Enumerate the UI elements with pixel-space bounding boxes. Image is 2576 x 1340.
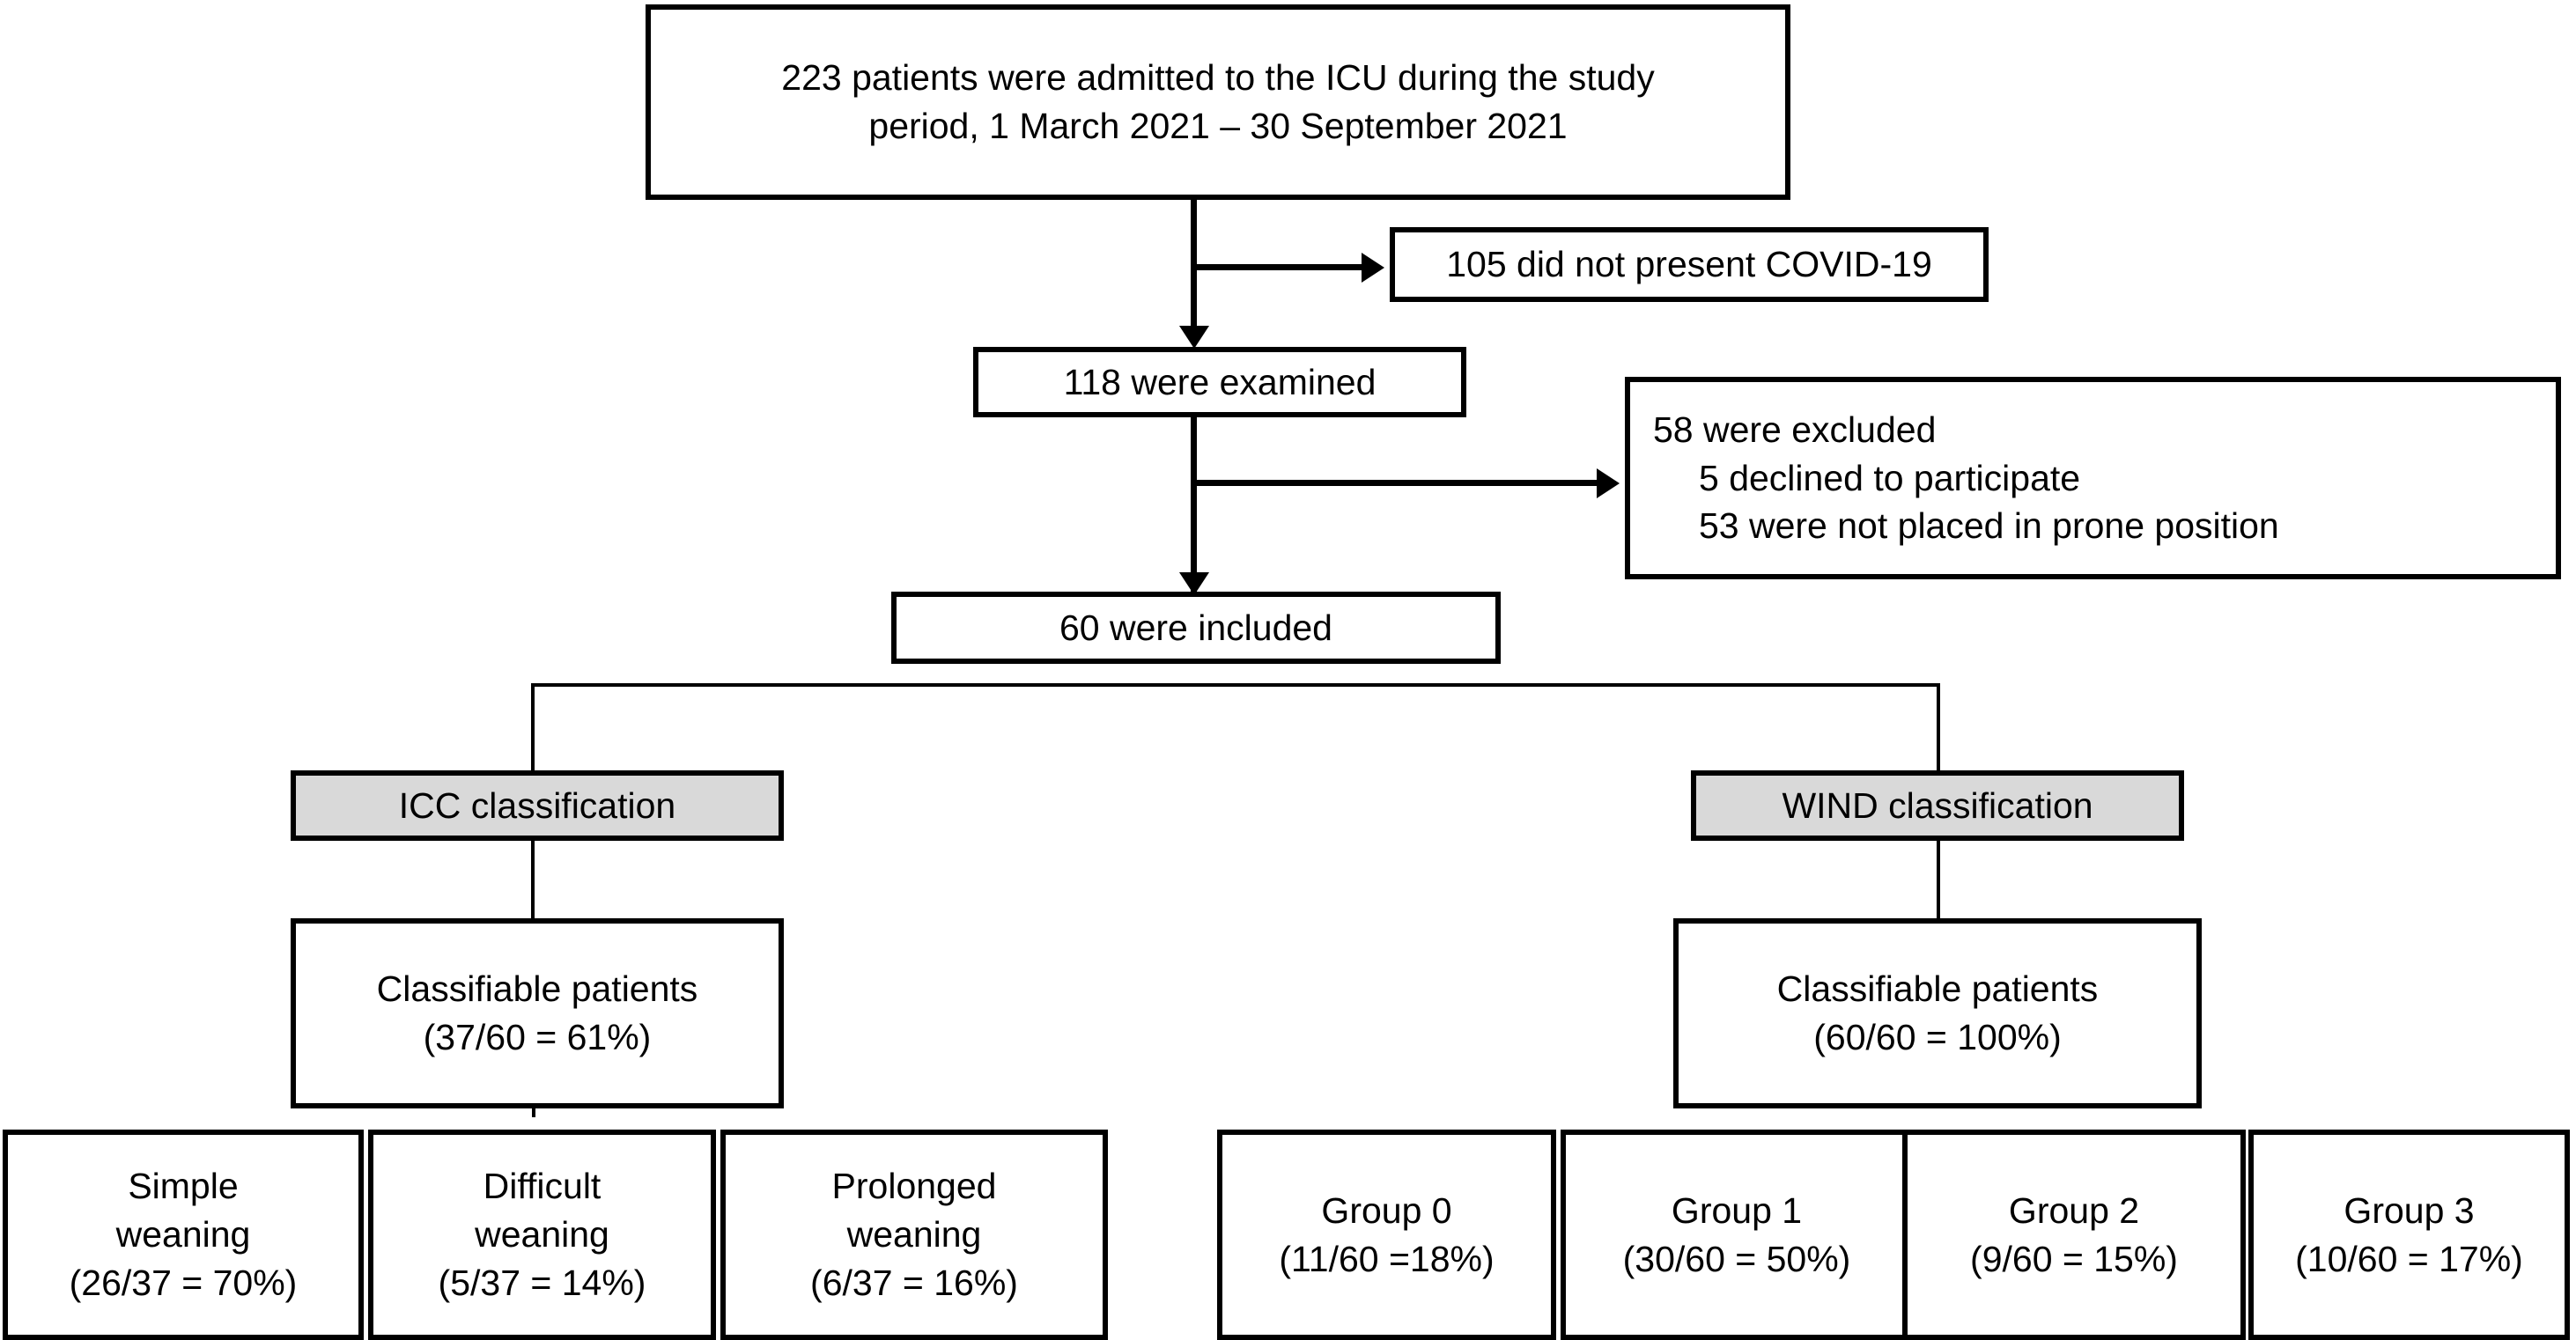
node-icc-group-prolonged-line3: (6/37 = 16%) [810,1262,1018,1303]
node-icc-classification: ICC classification [291,770,784,841]
node-excluded: 58 were excluded 5 declined to participa… [1625,377,2561,579]
node-admitted-patients: 223 patients were admitted to the ICU du… [646,4,1790,200]
node-wind-group-1: Group 1 (30/60 = 50%) [1561,1130,1913,1340]
node-excluded-line3: 53 were not placed in prone position [1699,505,2279,547]
arrowhead-excluded [1597,468,1620,498]
node-icc-group-difficult: Difficult weaning (5/37 = 14%) [368,1130,716,1340]
arrowhead-included [1179,572,1209,595]
node-icc-group-simple-line3: (26/37 = 70%) [69,1262,298,1303]
connector-split-left-drop [531,683,535,777]
connector-icc-to-classifiable [531,841,535,922]
arrowhead-examined [1179,326,1209,349]
node-icc-group-difficult-line2: weaning [475,1214,609,1255]
node-icc-classifiable: Classifiable patients (37/60 = 61%) [291,918,784,1108]
node-wind-classification: WIND classification [1691,770,2184,841]
node-included: 60 were included [891,592,1501,664]
node-no-covid: 105 did not present COVID-19 [1390,227,1989,302]
node-excluded-line2: 5 declined to participate [1699,457,2081,498]
node-wind-group-3-line2: (10/60 = 17%) [2295,1238,2523,1279]
node-icc-group-simple-line1: Simple [128,1166,239,1207]
connector-to-excluded [1191,480,1600,486]
node-icc-group-difficult-line3: (5/37 = 14%) [438,1262,646,1303]
connector-split-right-drop [1937,683,1940,777]
arrowhead-no-covid [1362,253,1384,283]
node-included-label: 60 were included [1059,607,1332,648]
node-icc-classification-label: ICC classification [398,784,676,826]
node-icc-group-prolonged: Prolonged weaning (6/37 = 16%) [720,1130,1108,1340]
node-no-covid-label: 105 did not present COVID-19 [1446,244,1932,285]
connector-icc-tick [532,1108,535,1117]
node-wind-group-0-line2: (11/60 =18%) [1279,1238,1495,1279]
node-wind-group-1-line1: Group 1 [1671,1189,1803,1231]
node-wind-classifiable-line1: Classifiable patients [1776,968,2099,1010]
node-wind-classification-label: WIND classification [1782,784,2093,826]
node-excluded-line1: 58 were excluded [1653,409,1937,450]
node-icc-classifiable-line1: Classifiable patients [376,968,698,1010]
node-wind-group-2-line1: Group 2 [2008,1189,2140,1231]
node-wind-classifiable-line2: (60/60 = 100%) [1813,1017,2062,1057]
node-icc-group-prolonged-line2: weaning [846,1214,982,1255]
connector-examined-to-included [1191,417,1197,593]
node-admitted-line1: 223 patients were admitted to the ICU du… [781,57,1655,99]
connector-wind-to-classifiable [1937,841,1940,922]
node-wind-group-2-line2: (9/60 = 15%) [1970,1238,2178,1279]
connector-to-no-covid [1191,264,1365,270]
node-wind-group-3: Group 3 (10/60 = 17%) [2248,1130,2570,1340]
connector-split-bar [531,683,1940,687]
node-icc-group-simple: Simple weaning (26/37 = 70%) [3,1130,364,1340]
node-admitted-line2: period, 1 March 2021 – 30 September 2021 [868,106,1568,146]
node-icc-classifiable-line2: (37/60 = 61%) [423,1017,652,1057]
node-wind-group-1-line2: (30/60 = 50%) [1622,1238,1851,1279]
node-examined-label: 118 were examined [1063,361,1377,402]
node-wind-group-0-line1: Group 0 [1321,1189,1452,1231]
node-wind-classifiable: Classifiable patients (60/60 = 100%) [1673,918,2202,1108]
node-icc-group-prolonged-line1: Prolonged [831,1166,997,1207]
node-icc-group-simple-line2: weaning [115,1214,251,1255]
node-wind-group-2: Group 2 (9/60 = 15%) [1902,1130,2246,1340]
node-wind-group-3-line1: Group 3 [2343,1189,2475,1231]
node-wind-group-0: Group 0 (11/60 =18%) [1217,1130,1556,1340]
node-icc-group-difficult-line1: Difficult [483,1166,602,1207]
node-examined: 118 were examined [973,347,1466,417]
